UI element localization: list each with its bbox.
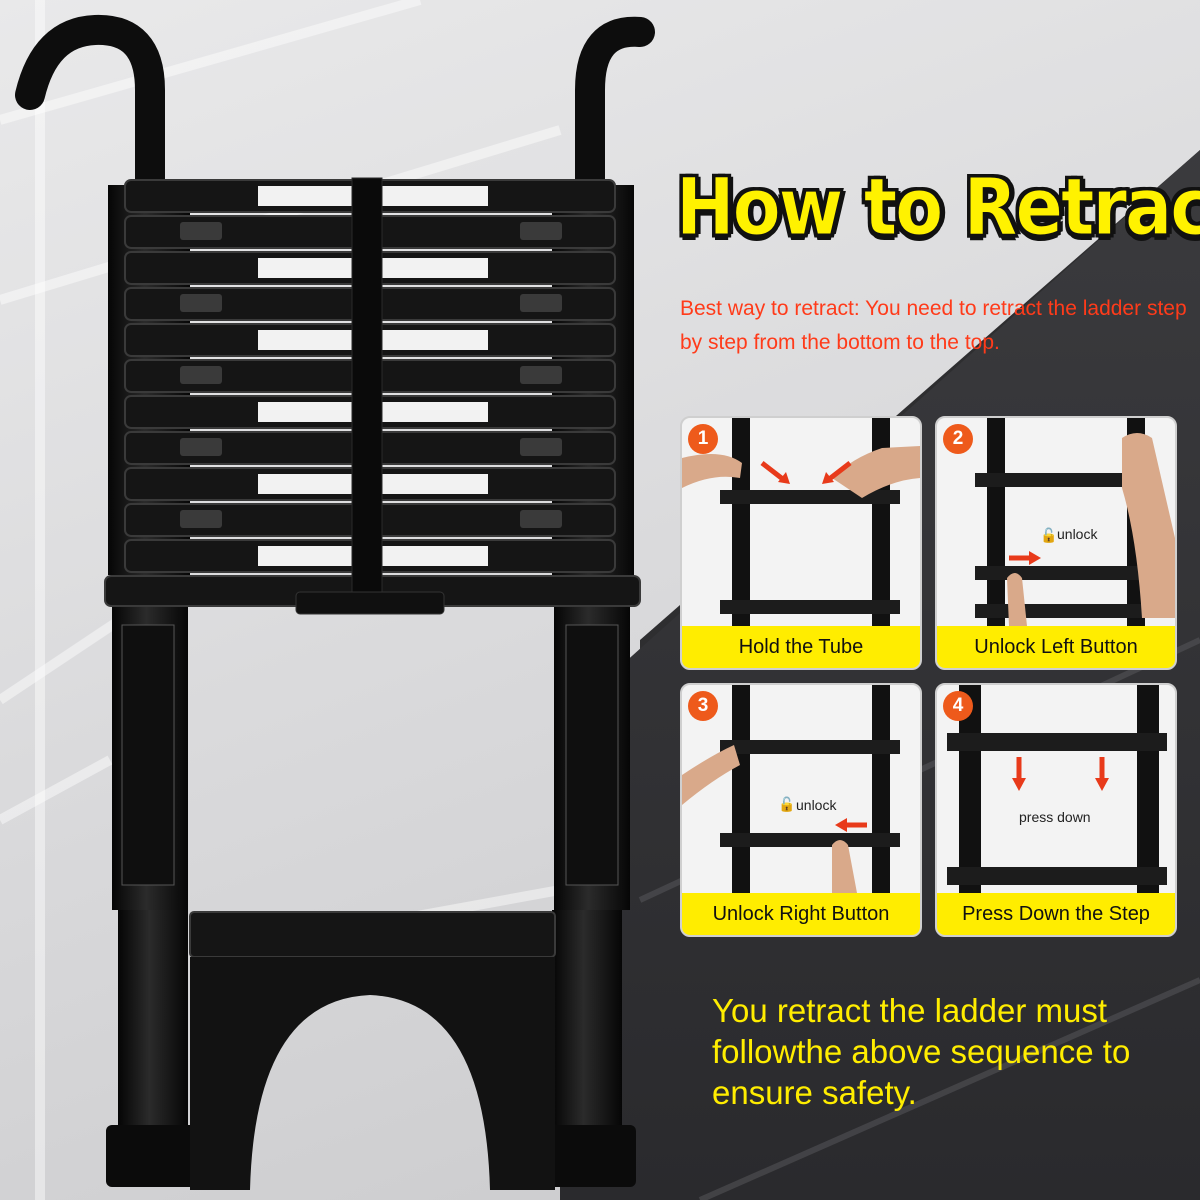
step-3-illustration: 🔓 (682, 685, 900, 893)
unlock-icon: 🔓 (778, 796, 795, 813)
ladder-strap (351, 177, 383, 599)
safety-message: You retract the ladder must followthe ab… (712, 992, 1131, 1111)
ladder-foot-arch (190, 957, 555, 1190)
page-title: How to Retract (676, 161, 1200, 254)
step-card-1: 1 Hold the Tube (680, 416, 922, 670)
step-number-badge: 2 (943, 424, 973, 454)
ladder-strap-buckle (295, 591, 445, 615)
arrow-right-icon (760, 461, 786, 482)
step-2-illustration: 🔓 (975, 418, 1175, 626)
step-caption: Hold the Tube (682, 626, 920, 668)
ladder-latches (180, 222, 562, 528)
step-number-badge: 1 (688, 424, 718, 454)
step-number-badge: 4 (943, 691, 973, 721)
ladder-rail-stickers (121, 624, 619, 886)
unlock-icon: 🔓 (1040, 527, 1057, 544)
step-caption: Unlock Left Button (937, 626, 1175, 668)
ladder-illustration (15, 14, 655, 1190)
step-card-4: press down 4 Press Down the Step (935, 683, 1177, 937)
step-card-3: 🔓 unlock 3 Unlock Right Button (680, 683, 922, 937)
instruction-text: Best way to retract: You need to retract… (680, 297, 1187, 354)
step-4-illustration (947, 685, 1167, 893)
ladder-hooks (15, 14, 655, 200)
step-note: unlock (1057, 526, 1098, 542)
step-caption: Unlock Right Button (682, 893, 920, 935)
step-note: press down (1019, 809, 1091, 825)
step-1-illustration (682, 418, 920, 626)
step-number-badge: 3 (688, 691, 718, 721)
arrow-left-icon (826, 461, 852, 482)
step-card-2: 🔓 unlock 2 Unlock Left Button (935, 416, 1177, 670)
step-note: unlock (796, 797, 837, 813)
step-caption: Press Down the Step (937, 893, 1175, 935)
